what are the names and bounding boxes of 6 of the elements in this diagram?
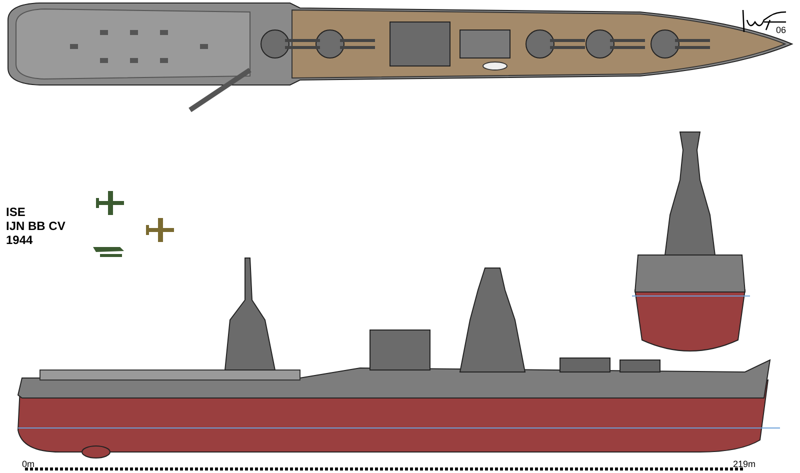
signature-year: 06: [776, 24, 786, 37]
ship-name: ISE: [6, 206, 26, 219]
year: 1944: [6, 234, 33, 247]
ship-type: IJN BB CV: [6, 220, 66, 233]
scale-start: 0m: [22, 458, 35, 471]
scale-end: 219m: [733, 458, 756, 471]
